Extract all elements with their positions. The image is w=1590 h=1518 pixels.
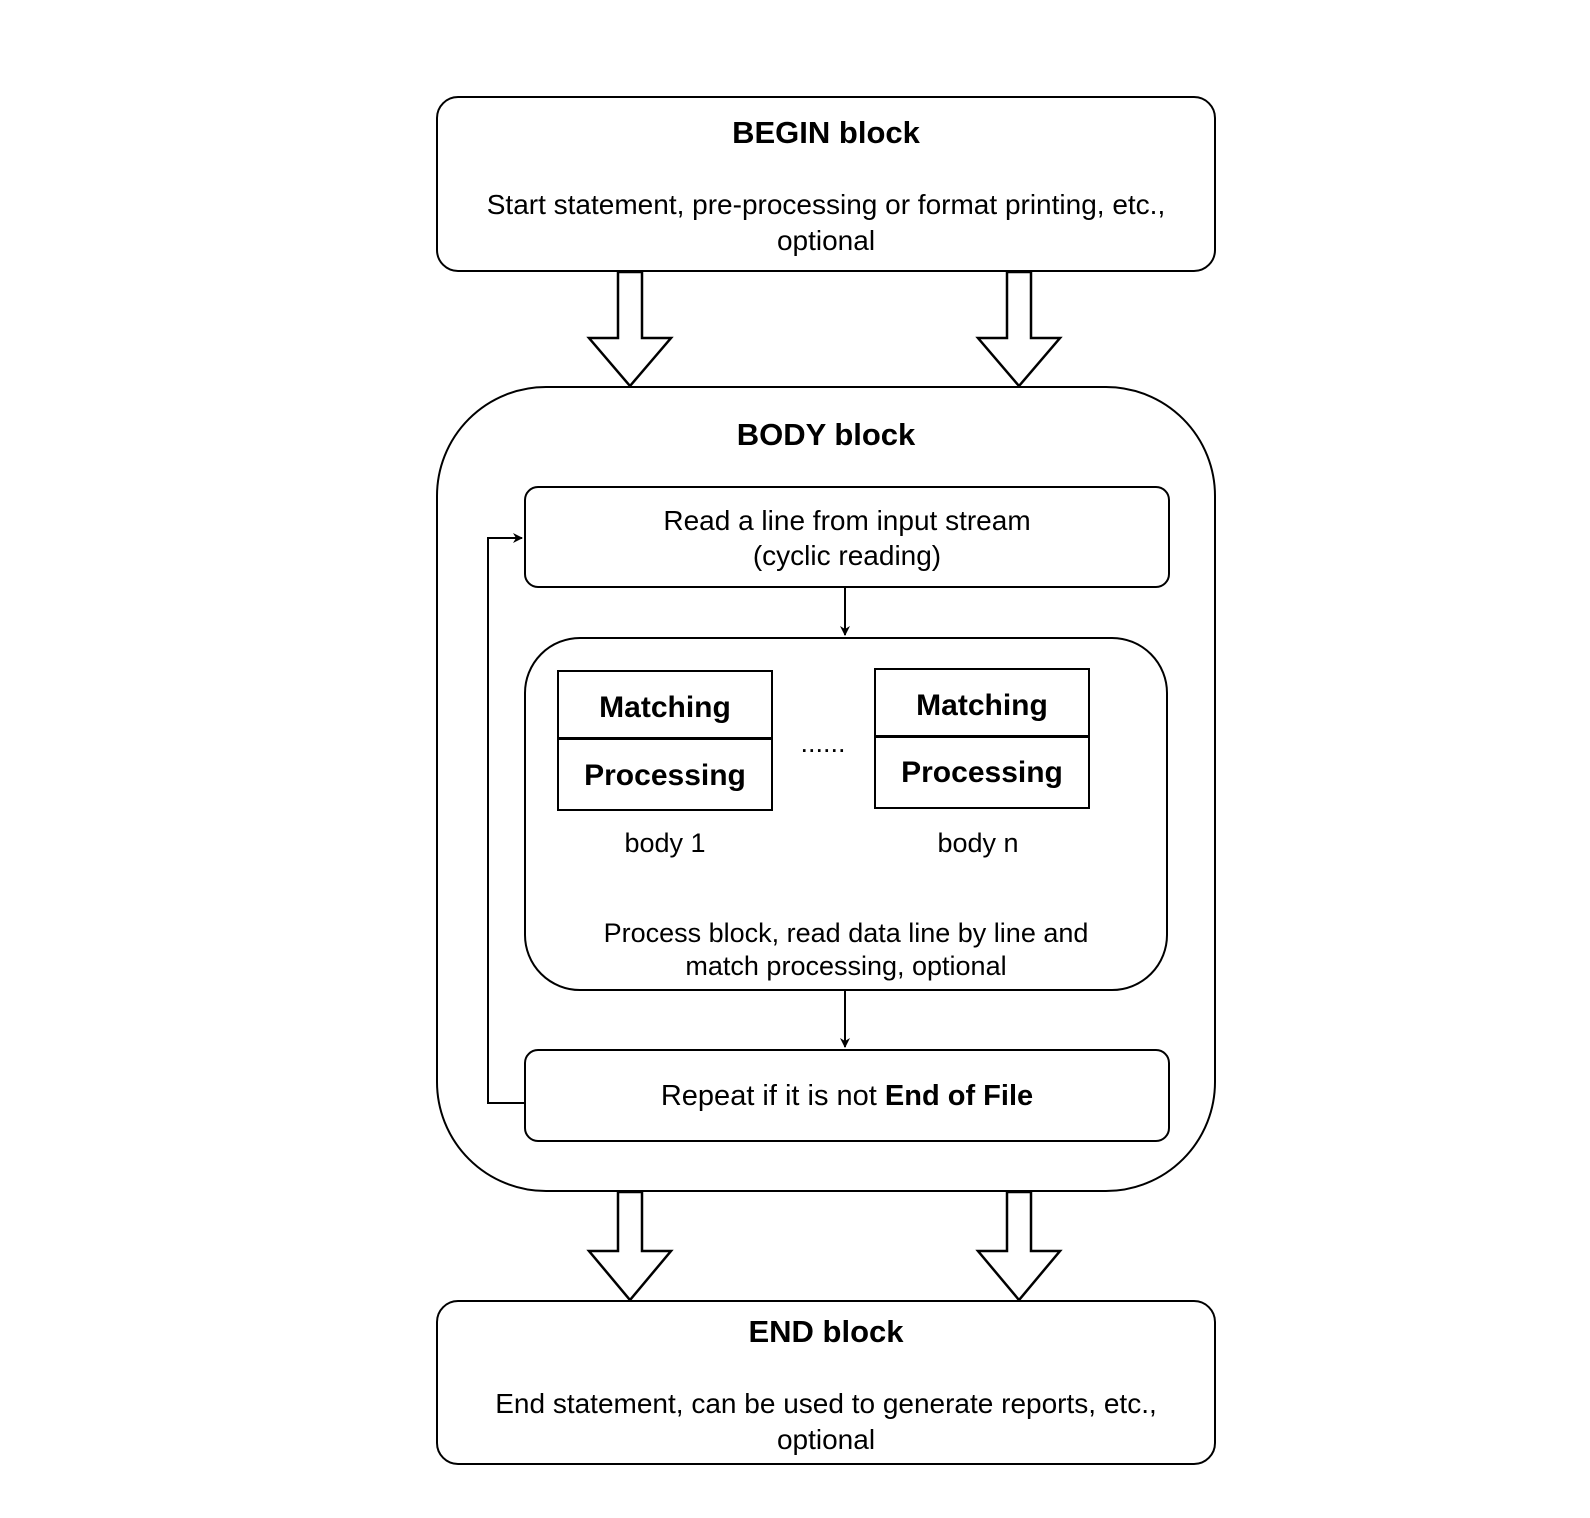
body-n-divider [874,735,1090,738]
body-1-box [557,670,773,811]
process-block-description-line2: match processing, optional [685,951,1007,981]
body-to-end-arrow-left [586,1190,674,1302]
body-n-processing: Processing [901,756,1063,789]
begin-to-body-arrow-right [975,270,1063,388]
body-1-matching: Matching [599,691,731,724]
body-1-divider [557,737,773,740]
end-block-title: END block [748,1314,904,1349]
body-1-caption: body 1 [624,828,706,858]
begin-block-description-line1: Start statement, pre-processing or forma… [486,189,1166,220]
repeat-box [524,1049,1170,1142]
end-block-description-line2: optional [776,1424,876,1455]
bodies-ellipsis: ...... [800,728,846,758]
body-n-matching: Matching [916,689,1048,722]
repeat-text-eof: End of File [884,1080,1034,1112]
begin-block-title: BEGIN block [732,115,920,150]
body-block-title: BODY block [736,417,916,452]
begin-block-description-line2: optional [776,225,876,256]
read-line-text-line2: (cyclic reading) [752,540,942,571]
body-n-box [874,668,1090,809]
body-1-processing: Processing [584,759,746,792]
read-line-box [524,486,1170,588]
end-block [436,1300,1216,1465]
begin-to-body-arrow-left [586,270,674,388]
read-line-text-line1: Read a line from input stream [663,505,1031,536]
repeat-text-prefix: Repeat if it is not [660,1080,885,1112]
begin-block [436,96,1216,272]
process-block-description-line1: Process block, read data line by line an… [603,918,1089,948]
repeat-text: Repeat if it is not End of File [524,1078,1170,1114]
body-to-end-arrow-right [975,1190,1063,1302]
end-block-description-line1: End statement, can be used to generate r… [495,1388,1157,1419]
body-n-caption: body n [937,828,1019,858]
